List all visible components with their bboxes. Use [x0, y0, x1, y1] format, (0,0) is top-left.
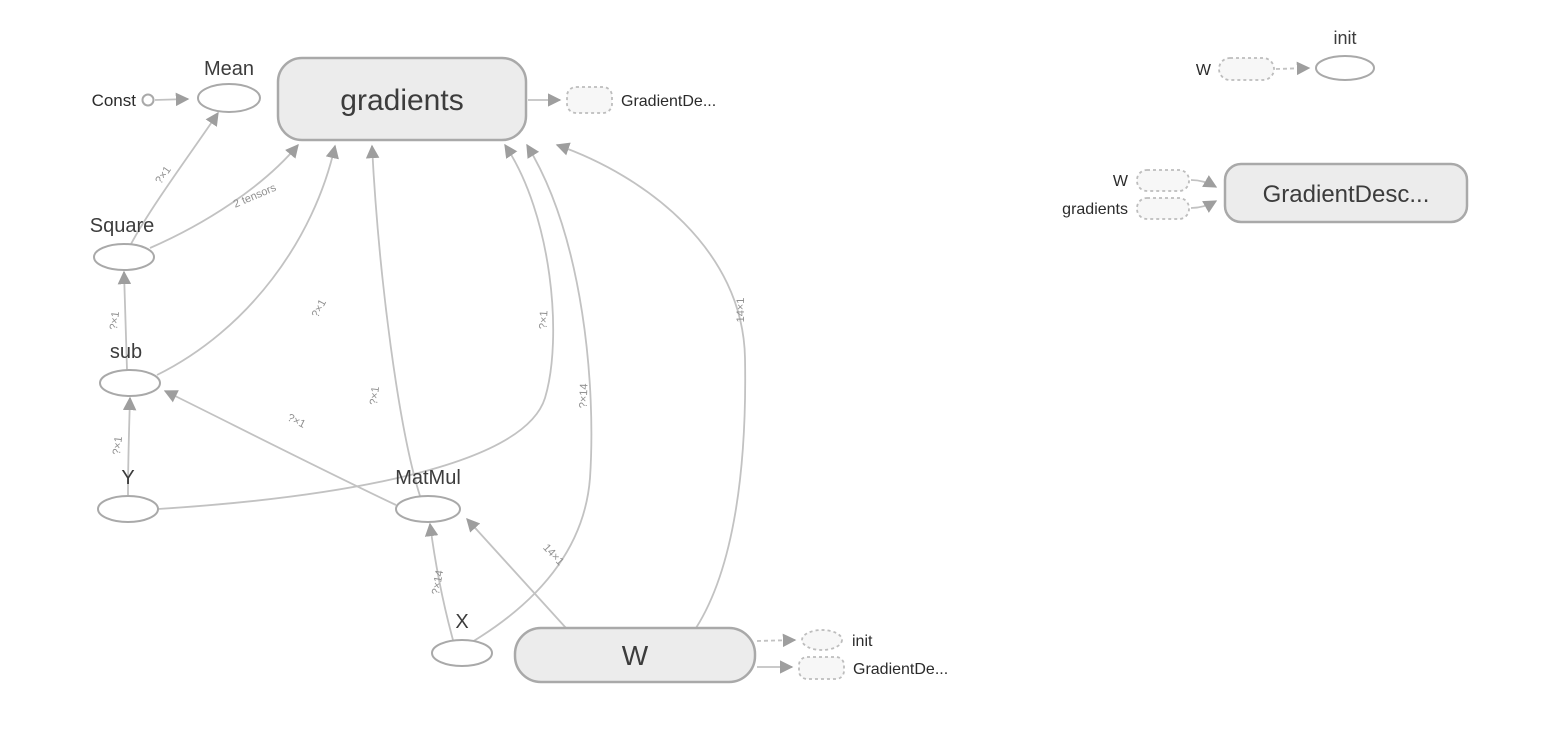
edge-label-sub-square: ?×1 [108, 311, 122, 331]
edge-w-to-init-ref [756, 633, 797, 648]
edge-sub-to-square [117, 270, 132, 371]
node-x[interactable] [431, 639, 493, 667]
edge-label-w-matmul: 14×1 [540, 542, 566, 568]
edge-labels-layer: ?×1 ?×1 ?×1 ?×1 ?×14 14×1 2 tensors ?×1 … [108, 164, 747, 596]
aux-graddesc-input-w-label: W [1113, 173, 1129, 190]
nodes-layer: Const Mean gradients Square sub Y MatMul… [90, 56, 757, 684]
node-square[interactable] [93, 243, 155, 271]
edge-x-to-matmul [424, 522, 454, 641]
node-sub[interactable] [99, 369, 161, 397]
aux-graddesc-input-gradients-label: gradients [1062, 201, 1128, 218]
aux-edge-w-to-graddesc [1190, 175, 1218, 188]
edge-label-w-gradients: 14×1 [735, 298, 747, 323]
edge-matmul-to-gradients [365, 144, 421, 497]
aux-layer: W init W gradients GradientDesc... [1062, 28, 1469, 224]
edge-const-to-mean [154, 92, 190, 107]
aux-graddesc-input-gradients-stub[interactable] [1136, 197, 1190, 220]
edge-matmul-to-sub [163, 390, 397, 506]
edge-x-to-gradients [471, 143, 593, 643]
node-label-y: Y [121, 467, 134, 489]
node-label-sub: sub [110, 341, 142, 363]
edge-y-to-sub [122, 396, 137, 496]
ref-label-w-graddesc: GradientDe... [853, 661, 948, 678]
edge-label-matmul-gradients: ?×1 [368, 386, 382, 406]
aux-init-node[interactable] [1315, 55, 1375, 81]
edge-square-to-gradients [149, 143, 299, 249]
edge-label-y-sub: ?×1 [111, 436, 125, 456]
node-label-square: Square [90, 215, 155, 237]
aux-edge-w-to-init [1275, 61, 1311, 76]
node-y[interactable] [97, 495, 159, 523]
aux-graddesc-group: W gradients GradientDesc... [1062, 162, 1469, 224]
edge-label-x-gradients: ?×14 [578, 383, 591, 408]
refs-layer: GradientDe... init GradientDe... [566, 86, 948, 680]
ref-node-w-init[interactable] [801, 629, 843, 651]
node-mean[interactable] [197, 83, 261, 113]
edge-square-to-mean [130, 111, 219, 245]
ref-node-w-graddesc[interactable] [798, 656, 845, 680]
ref-label-gradients-graddesc: GradientDe... [621, 93, 716, 110]
aux-init-input-stub[interactable] [1218, 57, 1275, 81]
aux-edge-gradients-to-graddesc [1190, 200, 1218, 213]
node-label-w: W [622, 640, 649, 671]
aux-graddesc-node[interactable] [1223, 162, 1469, 224]
node-label-gradients: gradients [340, 84, 463, 117]
node-w[interactable] [513, 626, 757, 684]
node-const[interactable] [141, 93, 155, 107]
edges-layer [117, 92, 797, 674]
node-gradients[interactable] [276, 56, 528, 142]
edge-label-x-matmul: ?×14 [430, 569, 446, 595]
edge-y-to-gradients [157, 143, 555, 510]
node-label-const: Const [92, 91, 137, 110]
edge-label-y-gradients: ?×1 [538, 310, 551, 329]
aux-graddesc-node-label: GradientDesc... [1263, 181, 1430, 208]
ref-label-w-init: init [852, 633, 873, 650]
aux-init-group: W init [1196, 28, 1375, 81]
edge-sub-to-gradients [156, 144, 339, 376]
aux-init-node-label: init [1333, 28, 1356, 48]
aux-graddesc-input-w-stub[interactable] [1136, 169, 1190, 192]
node-label-matmul: MatMul [395, 467, 461, 489]
ref-node-gradients-graddesc[interactable] [566, 86, 613, 114]
edge-label-matmul-sub: ?×1 [285, 412, 307, 431]
node-label-x: X [455, 611, 468, 633]
edge-label-square-mean: ?×1 [153, 164, 174, 186]
edge-label-sub-gradients: ?×1 [310, 298, 329, 320]
node-label-mean: Mean [204, 58, 254, 80]
node-matmul[interactable] [395, 495, 461, 523]
edge-w-to-matmul [466, 517, 567, 629]
aux-init-input-label: W [1196, 62, 1212, 79]
edge-w-to-gradients [555, 142, 747, 629]
